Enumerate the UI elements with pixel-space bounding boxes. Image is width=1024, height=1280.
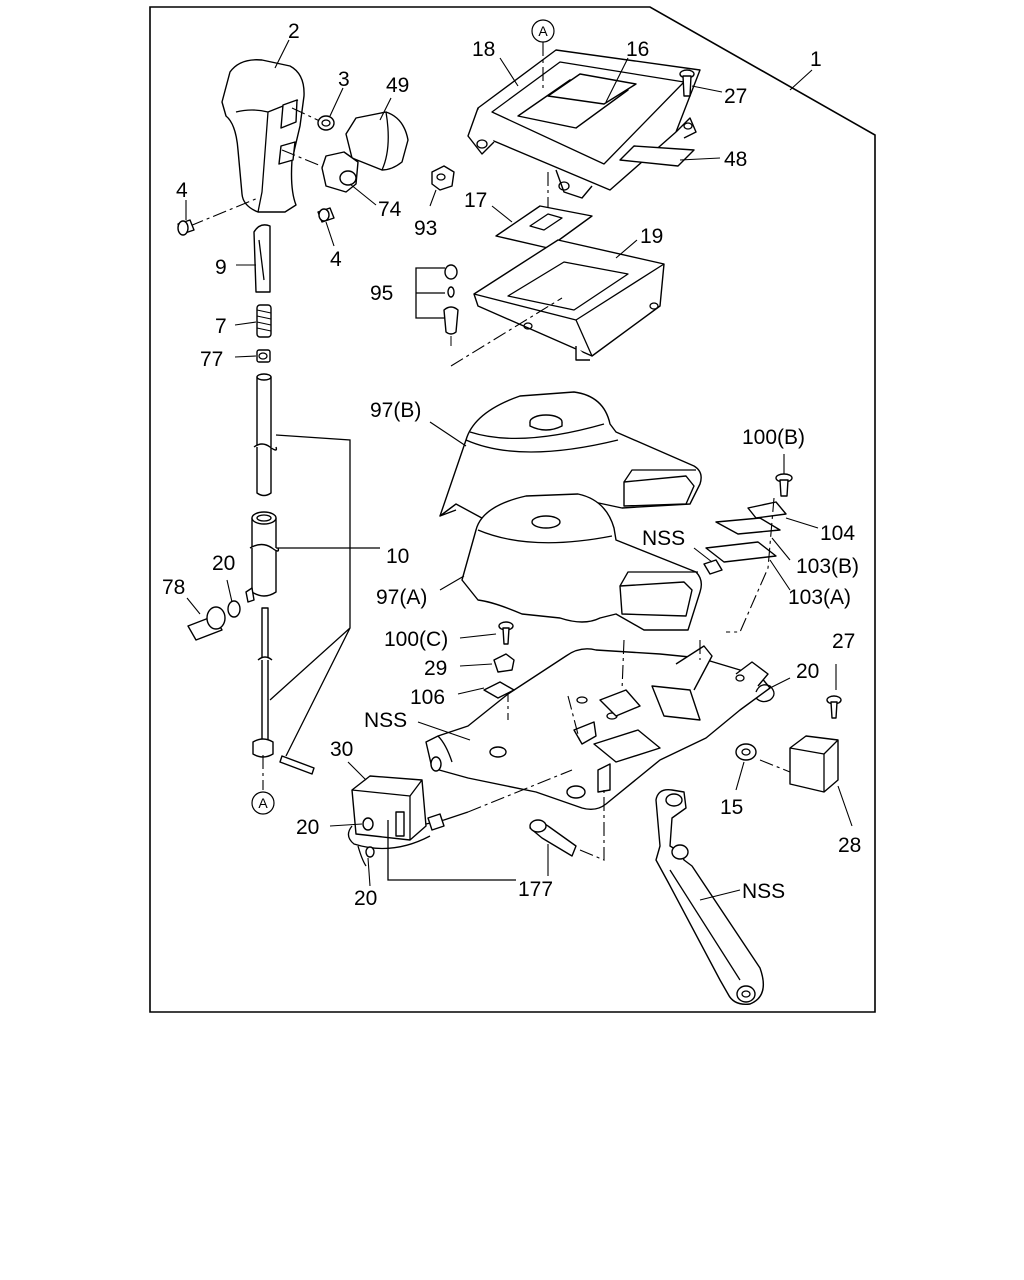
label-15: 15	[720, 796, 743, 819]
label-4-left: 4	[176, 179, 188, 202]
indicator-housing-18	[467, 49, 701, 199]
pin-under-lever	[279, 755, 315, 775]
centerline-knob-74	[281, 149, 327, 169]
label-49: 49	[386, 74, 409, 97]
bolt-100c	[498, 621, 514, 645]
label-19: 19	[640, 225, 663, 248]
label-77: 77	[200, 348, 223, 371]
label-20-left: 20	[212, 552, 235, 575]
label-27-right: 27	[832, 630, 855, 653]
svg-text:A: A	[258, 795, 268, 811]
shift-arm-nss	[655, 789, 764, 1005]
pin-78	[187, 606, 226, 641]
label-104: 104	[820, 522, 855, 545]
switch-30	[351, 775, 427, 841]
label-4-right: 4	[330, 248, 342, 271]
lever-sleeve-9	[253, 224, 271, 293]
pad-106	[483, 681, 515, 699]
label-177: 177	[518, 878, 553, 901]
plate-103a	[705, 541, 777, 563]
label-1: 1	[810, 48, 822, 71]
label-106: 106	[410, 686, 445, 709]
knob-button-49	[345, 111, 409, 171]
clip-20-left	[227, 600, 241, 618]
plate-103b	[715, 517, 781, 535]
nut-77	[256, 349, 271, 363]
label-nss-bracket: NSS	[364, 709, 407, 732]
bulb-socket-93	[431, 165, 455, 191]
console-cover-97b	[439, 391, 702, 538]
cap-nss	[703, 559, 723, 575]
label-20-right: 20	[796, 660, 819, 683]
svg-text:A: A	[538, 23, 548, 39]
label-97a: 97(A)	[376, 586, 427, 609]
label-nss-arm: NSS	[742, 880, 785, 903]
bushing-15	[735, 743, 757, 761]
label-30: 30	[330, 738, 353, 761]
shift-knob	[221, 59, 305, 213]
label-97b: 97(B)	[370, 399, 421, 422]
centerline-knob-4	[189, 197, 259, 227]
label-28: 28	[838, 834, 861, 857]
label-74: 74	[378, 198, 402, 221]
plate-17	[495, 205, 593, 249]
label-2: 2	[288, 20, 300, 43]
bracket-10	[269, 434, 380, 757]
label-100c: 100(C)	[384, 628, 448, 651]
label-20-switch-top: 20	[296, 816, 319, 839]
label-95: 95	[370, 282, 393, 305]
label-9: 9	[215, 256, 227, 279]
label-48: 48	[724, 148, 747, 171]
spring-7	[256, 304, 272, 338]
label-29: 29	[424, 657, 447, 680]
console-cover-97a	[461, 493, 703, 631]
label-18: 18	[472, 38, 495, 61]
label-17: 17	[464, 189, 487, 212]
bracket-95	[415, 267, 445, 319]
bolt-100b	[775, 473, 793, 497]
screw-4-left	[177, 219, 195, 236]
label-10: 10	[386, 545, 409, 568]
knob-block-74	[321, 151, 359, 193]
screw-4-right	[317, 207, 335, 223]
pin-177	[529, 819, 577, 857]
label-3: 3	[338, 68, 350, 91]
label-93: 93	[414, 217, 437, 240]
leader-lines	[185, 39, 853, 901]
base-bracket-nss	[425, 645, 771, 811]
solenoid-28	[789, 735, 839, 793]
reference-marker-a-top: A	[531, 19, 555, 43]
label-nss-cap: NSS	[642, 527, 685, 550]
label-16: 16	[626, 38, 649, 61]
label-20-switch-bottom: 20	[354, 887, 377, 910]
indicator-cover-19	[473, 239, 665, 361]
label-7: 7	[215, 315, 227, 338]
strip-48	[619, 145, 695, 167]
reference-marker-a-bottom: A	[251, 791, 275, 815]
label-78: 78	[162, 576, 185, 599]
part-labels: 1 2 3 49 4 74 4 9 7 77 10 20 78 18 16 27…	[162, 20, 861, 910]
diagram-frame	[149, 6, 876, 1013]
centerline-bulb	[450, 297, 563, 367]
screw-27-top	[679, 69, 695, 97]
label-27-top: 27	[724, 85, 747, 108]
clip-20-right	[755, 684, 775, 703]
plate-104	[747, 501, 787, 519]
bracket-switch	[387, 820, 516, 881]
centerline-plates	[726, 497, 775, 633]
bulb-set-95	[443, 264, 459, 346]
centerline-knob-3	[291, 107, 323, 123]
centerline-pin-177	[579, 786, 605, 861]
clip-29	[493, 653, 515, 673]
label-103a: 103(A)	[788, 586, 851, 609]
label-100b: 100(B)	[742, 426, 805, 449]
centerline-switch	[467, 769, 573, 813]
shift-lever-10	[245, 373, 280, 758]
screw-3	[317, 115, 335, 131]
centerline-solenoid	[759, 759, 791, 773]
label-103b: 103(B)	[796, 555, 859, 578]
screw-27-right	[826, 695, 842, 719]
wire-harness-30	[347, 811, 469, 867]
